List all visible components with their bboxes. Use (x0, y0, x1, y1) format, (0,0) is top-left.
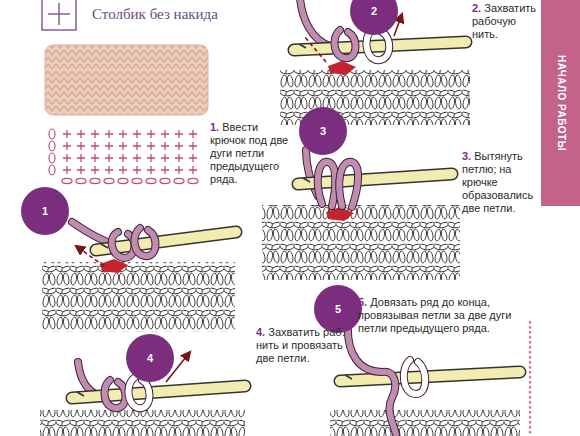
step-text: Захватить рабочую нить. (472, 2, 536, 40)
circle-fill (21, 187, 69, 235)
callout-circle: 2 (350, 0, 398, 35)
circle-fill (299, 107, 347, 155)
callout-circle: 5 (314, 285, 362, 333)
fabric-swatch (45, 45, 208, 115)
circle-fill (126, 334, 174, 382)
step-number: 5. (358, 296, 367, 308)
step-illustration (330, 322, 520, 436)
step-caption: 1. Ввести крючок под две дуги петли пред… (210, 121, 296, 186)
circle-fill (314, 285, 362, 333)
stitch-icon (42, 0, 76, 30)
callout-number: 5 (314, 285, 362, 333)
tab-fill (541, 0, 580, 206)
step-caption: 3. Вытянуть петлю; на крючке образовалис… (462, 150, 538, 215)
callout-number: 1 (21, 187, 69, 235)
step-illustration (262, 150, 460, 280)
callout-circle: 1 (21, 187, 69, 235)
section-tab: НАЧАЛО РАБОТЫ (541, 0, 580, 206)
callout-circle: 4 (126, 334, 174, 382)
dotted-rule (529, 322, 532, 436)
stitch-chart (49, 128, 200, 184)
step-text: Довязать ряд до конца, провязывая петли … (358, 296, 511, 334)
callout-number: 4 (126, 334, 174, 382)
step-number: 4. (256, 326, 265, 338)
page-title: Столбик без накида (92, 6, 218, 23)
step-text: Захватить раб. нить и провязать две петл… (256, 326, 345, 364)
step-caption: 2. Захватить рабочую нить. (472, 2, 540, 41)
callout-number: 3 (299, 107, 347, 155)
step-text: Ввести крючок под две дуги петли предыду… (210, 121, 288, 185)
callout-number: 2 (350, 0, 398, 35)
circle-fill (350, 0, 398, 35)
step-number: 1. (210, 121, 219, 133)
step-caption: 4. Захватить раб. нить и провязать две п… (256, 326, 348, 365)
step-number: 3. (462, 150, 471, 162)
callout-circle: 3 (299, 107, 347, 155)
step-number: 2. (472, 2, 481, 14)
step-illustration (42, 222, 236, 332)
section-label: НАЧАЛО РАБОТЫ (555, 55, 566, 151)
step-caption: 5. Довязать ряд до конца, провязывая пет… (358, 296, 526, 335)
step-text: Вытянуть петлю; на крючке образовались д… (462, 150, 533, 214)
